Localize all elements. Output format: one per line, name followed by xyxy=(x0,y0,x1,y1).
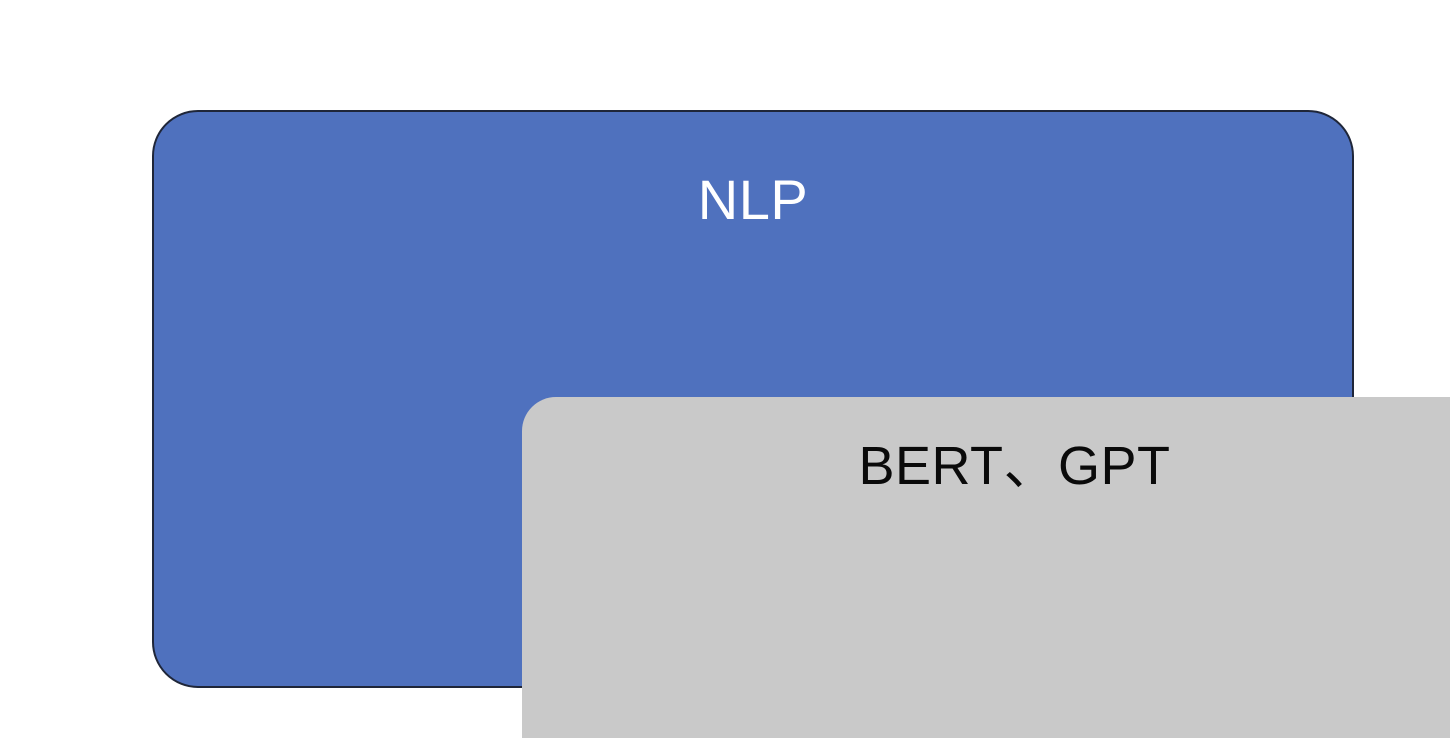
box-bert-gpt-label: BERT、GPT xyxy=(858,436,1171,496)
box-nlp[interactable]: NLP BERT、GPT Transformer Attention xyxy=(152,110,1450,738)
box-bert-gpt[interactable]: BERT、GPT Transformer Attention xyxy=(522,397,1450,738)
box-nlp-label: NLP xyxy=(697,168,809,231)
